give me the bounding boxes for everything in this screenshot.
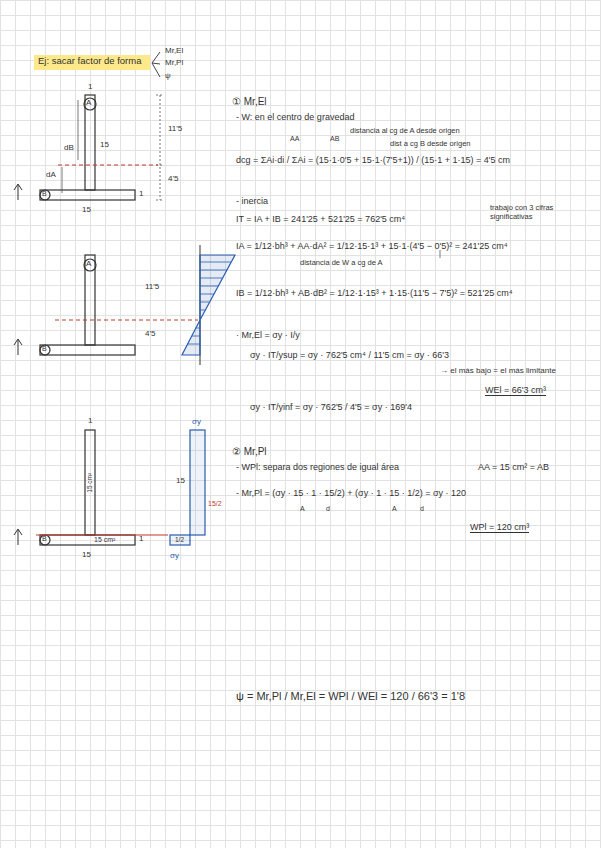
note-text: - WPl: separa dos regiones de igual área bbox=[236, 462, 399, 472]
section-2 bbox=[40, 255, 135, 355]
note-text: IA = 1/12·bh³ + AA·dA² = 1/12·15·1³ + 15… bbox=[236, 241, 508, 251]
note-text: dist a cg B desde origen bbox=[390, 140, 470, 149]
dimension-label: 1 bbox=[88, 416, 92, 425]
dimension-label: ψ bbox=[165, 71, 171, 80]
dimension-label: Mr,Pl bbox=[165, 58, 183, 67]
note-text: distancia al cg de A desde origen bbox=[350, 127, 460, 136]
dimension-label: 15 cm² bbox=[86, 473, 93, 493]
dimension-label: A bbox=[86, 98, 91, 107]
note-text: A bbox=[300, 505, 305, 513]
note-text: d bbox=[420, 505, 424, 513]
dimension-label: 15 bbox=[100, 140, 109, 149]
brace bbox=[152, 52, 160, 77]
dimension-label: 1 bbox=[139, 534, 143, 543]
note-text: ② Mr,Pl bbox=[232, 446, 267, 458]
origin-arrow bbox=[14, 529, 22, 545]
neutral-axis bbox=[55, 320, 198, 321]
dimension-label: A bbox=[86, 259, 91, 268]
origin-arrow bbox=[14, 184, 22, 200]
dimension-line bbox=[156, 95, 164, 200]
dimension-label: 1/2 bbox=[175, 536, 184, 543]
highlight bbox=[34, 55, 150, 70]
note-text: ψ = Mr,Pl / Mr,El = WPl / WEl = 120 / 66… bbox=[236, 690, 465, 703]
note-text: IT = IA + IB = 241'25 + 521'25 = 762'5 c… bbox=[236, 214, 405, 224]
note-text: AB bbox=[330, 135, 339, 143]
dimension-label: 15/2 bbox=[208, 500, 222, 508]
note-text: WPl = 120 cm³ bbox=[470, 522, 529, 533]
dimension-label: 11'5 bbox=[145, 282, 159, 291]
neutral-axis bbox=[58, 165, 158, 166]
note-text: - Mr,Pl = (σy · 15 · 1 · 15/2) + (σy · 1… bbox=[236, 488, 466, 498]
hatch bbox=[188, 262, 231, 344]
note-text: distancia de W a cg de A bbox=[300, 259, 383, 268]
leader-line bbox=[440, 250, 441, 258]
title: Ej: sacar factor de forma bbox=[38, 56, 141, 67]
stress-triangle bbox=[182, 255, 235, 355]
note-text: ① Mr,El bbox=[232, 96, 267, 108]
dimension-label: σy bbox=[192, 417, 201, 426]
origin-arrow bbox=[14, 339, 22, 355]
dimension-label: 11'5 bbox=[168, 124, 182, 133]
distance-line bbox=[62, 100, 78, 193]
dimension-label: dB bbox=[64, 143, 74, 152]
note-text: trabajo con 3 cifras significativas bbox=[490, 204, 595, 221]
dimension-label: 15 bbox=[82, 550, 91, 559]
neutral-axis bbox=[36, 534, 168, 535]
dimension-label: 15 bbox=[176, 476, 185, 485]
note-text: · Mr,El = σy · I/y bbox=[236, 330, 300, 340]
note-text: → el más bajo = el más limitante bbox=[440, 366, 556, 375]
dimension-label: σy bbox=[170, 551, 179, 560]
dimension-label: 4'5 bbox=[145, 329, 155, 338]
note-text: d bbox=[326, 505, 330, 513]
note-text: σy · IT/ysup = σy · 762'5 cm⁴ / 11'5 cm … bbox=[250, 350, 449, 360]
note-text: - inercia bbox=[236, 196, 268, 206]
dimension-label: 1 bbox=[88, 82, 92, 91]
dimension-label: dA bbox=[46, 170, 56, 179]
note-text: WEl = 66'3 cm³ bbox=[485, 385, 546, 396]
dimension-label: 1 bbox=[139, 189, 143, 198]
note-text: IB = 1/12·bh³ + AB·dB² = 1/12·1·15³ + 1·… bbox=[236, 288, 513, 298]
note-text: - W: en el centro de gravedad bbox=[236, 112, 354, 122]
note-text: A bbox=[392, 505, 397, 513]
section-1 bbox=[40, 95, 135, 200]
note-text: dcg = ΣAi·di / ΣAi = (15·1·0'5 + 15·1·(7… bbox=[236, 155, 510, 165]
dimension-label: B bbox=[42, 345, 47, 353]
dimension-label: B bbox=[42, 190, 47, 198]
dimension-label: B bbox=[42, 535, 47, 543]
dimension-label: 15 bbox=[82, 205, 91, 214]
dimension-label: Mr,El bbox=[165, 46, 183, 55]
dimension-label: 4'5 bbox=[168, 174, 178, 183]
dimension-label: 15 cm² bbox=[94, 536, 115, 544]
stress-block bbox=[190, 430, 205, 535]
section-3 bbox=[40, 430, 135, 545]
note-text: σy · IT/yinf = σy · 762'5 / 4'5 = σy · 1… bbox=[250, 402, 412, 412]
stress-block bbox=[170, 535, 190, 545]
note-text: AA = 15 cm² = AB bbox=[478, 462, 549, 472]
note-text: AA bbox=[290, 135, 299, 143]
